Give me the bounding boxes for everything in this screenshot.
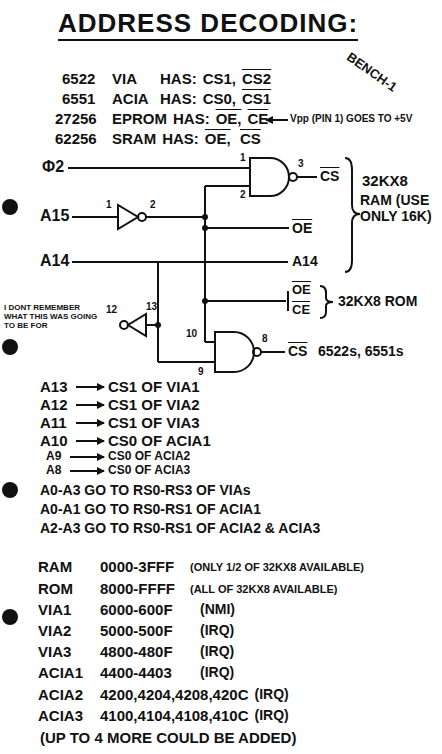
memory-map-cell: ACIA3 (38, 707, 83, 724)
chip-pin-text: 27256 (55, 110, 97, 127)
signal-label: 12 (106, 304, 117, 316)
signal-label: 10 (186, 328, 197, 340)
memory-map-cell: 6000-600F (100, 601, 173, 618)
signal-label: Φ2 (42, 158, 64, 176)
connection-note: CS0 OF ACIA2 (108, 450, 190, 464)
memory-map-cell: (ONLY 1/2 OF 32KX8 AVAILABLE) (190, 561, 364, 574)
memory-map-cell: 0000-3FFF (100, 558, 174, 575)
signal-label: OE (292, 283, 311, 298)
chip-pin-text: EPROM (112, 110, 167, 127)
connection-note: A0-A3 GO TO RS0-RS3 OF VIAs (40, 482, 251, 498)
signal-label: RAM (USE ONLY 16K) (360, 192, 438, 224)
memory-map-cell: 5000-500F (100, 622, 173, 639)
memory-map-cell: 4400-4403 (100, 664, 172, 681)
memory-map-cell: (IRQ) (254, 686, 288, 702)
bench-note: BENCH-1 (343, 50, 399, 95)
chip-pin-text: 6522 (62, 70, 95, 87)
chip-pin-text: 6551 (62, 90, 95, 107)
signal-label: 8 (262, 333, 268, 345)
signal-label: CE (292, 303, 310, 318)
memory-map-cell: (IRQ) (200, 622, 234, 638)
memory-map-cell: VIA2 (38, 622, 71, 639)
connection-note: A0-A1 GO TO RS0-RS1 OF ACIA1 (40, 501, 261, 517)
signal-label: 1 (240, 152, 246, 164)
signal-label: 6522s, 6551s (318, 343, 404, 359)
chip-pin-text: SRAM (112, 130, 156, 147)
signal-label: 9 (198, 366, 204, 378)
signal-label: A14 (292, 253, 318, 269)
signal-label: 2 (240, 189, 246, 201)
memory-map-cell: 4100,4104,4108,410C (100, 707, 248, 724)
connection-note: CS1 OF VIA2 (108, 396, 200, 413)
memory-map-cell: (UP TO 4 MORE COULD BE ADDED) (40, 729, 296, 746)
memory-map-cell: ACIA1 (38, 664, 83, 681)
memory-map-cell: (ALL OF 32KX8 AVAILABLE) (190, 583, 338, 596)
chip-pin-text: HAS: (173, 110, 210, 127)
signal-label: CS (288, 343, 307, 359)
signal-label: 32KX8 ROM (338, 293, 417, 309)
connection-note: A2-A3 GO TO RS0-RS1 OF ACIA2 & ACIA3 (40, 520, 320, 536)
connection-note: CS1 OF VIA3 (108, 414, 200, 431)
signal-label: A14 (40, 252, 69, 270)
connection-note: CS1 OF VIA1 (108, 378, 200, 395)
connection-note: A9 (46, 450, 61, 464)
memory-map-cell: 8000-FFFF (100, 580, 175, 597)
chip-pin-text: CE (248, 110, 269, 127)
chip-pin-text: VIA (112, 70, 137, 87)
chip-pin-text: OE, (205, 130, 231, 147)
memory-map-cell: VIA3 (38, 643, 71, 660)
memory-map-cell: (IRQ) (200, 664, 234, 680)
signal-label: I DONT REMEMBER WHAT THIS WAS GOING TO B… (4, 303, 104, 331)
chip-pin-text: CS1, (203, 70, 236, 87)
connection-note: A13 (40, 378, 68, 395)
chip-pin-text: HAS: (160, 70, 197, 87)
chip-pin-text: 62256 (55, 130, 97, 147)
wires (68, 120, 360, 471)
chip-pin-text: HAS: (162, 130, 199, 147)
memory-map-cell: ACIA2 (38, 686, 83, 703)
connection-note: CS0 OF ACIA1 (108, 432, 211, 449)
connection-note: A12 (40, 396, 68, 413)
memory-map-cell: 4200,4204,4208,420C (100, 686, 248, 703)
memory-map-cell: (NMI) (200, 601, 235, 617)
chip-pin-text: HAS: (160, 90, 197, 107)
connection-note: CS0 OF ACIA3 (108, 464, 190, 478)
memory-map-cell: (IRQ) (200, 643, 234, 659)
signal-label: A15 (40, 207, 69, 225)
chip-pin-text: ACIA (112, 90, 149, 107)
page-title: ADDRESS DECODING: (58, 8, 358, 41)
memory-map-cell: VIA1 (38, 601, 71, 618)
memory-map-cell: ROM (38, 580, 73, 597)
chip-pin-text: CS (240, 130, 261, 147)
signal-label: CS (320, 168, 339, 184)
signal-label: 13 (146, 301, 157, 313)
binder-holes (2, 199, 18, 625)
signal-label: OE (292, 220, 312, 236)
connection-note: A8 (46, 464, 61, 478)
signal-label: 3 (298, 158, 304, 170)
chip-pin-text: CS2 (242, 70, 271, 87)
signal-label: 32KX8 (362, 172, 408, 189)
signal-label: 2 (150, 199, 156, 211)
chip-pin-text: CS1 (242, 90, 271, 107)
connection-note: A10 (40, 432, 68, 449)
memory-map-cell: 4800-480F (100, 643, 173, 660)
memory-map-cell: RAM (38, 558, 72, 575)
chip-pin-text: OE, (216, 110, 242, 127)
connection-note: A11 (40, 414, 67, 431)
chip-pin-text: Vpp (PIN 1) GOES TO +5V (290, 113, 412, 125)
signal-label: 1 (106, 199, 112, 211)
chip-pin-text: CS0, (203, 90, 236, 107)
memory-map-cell: (IRQ) (254, 707, 288, 723)
